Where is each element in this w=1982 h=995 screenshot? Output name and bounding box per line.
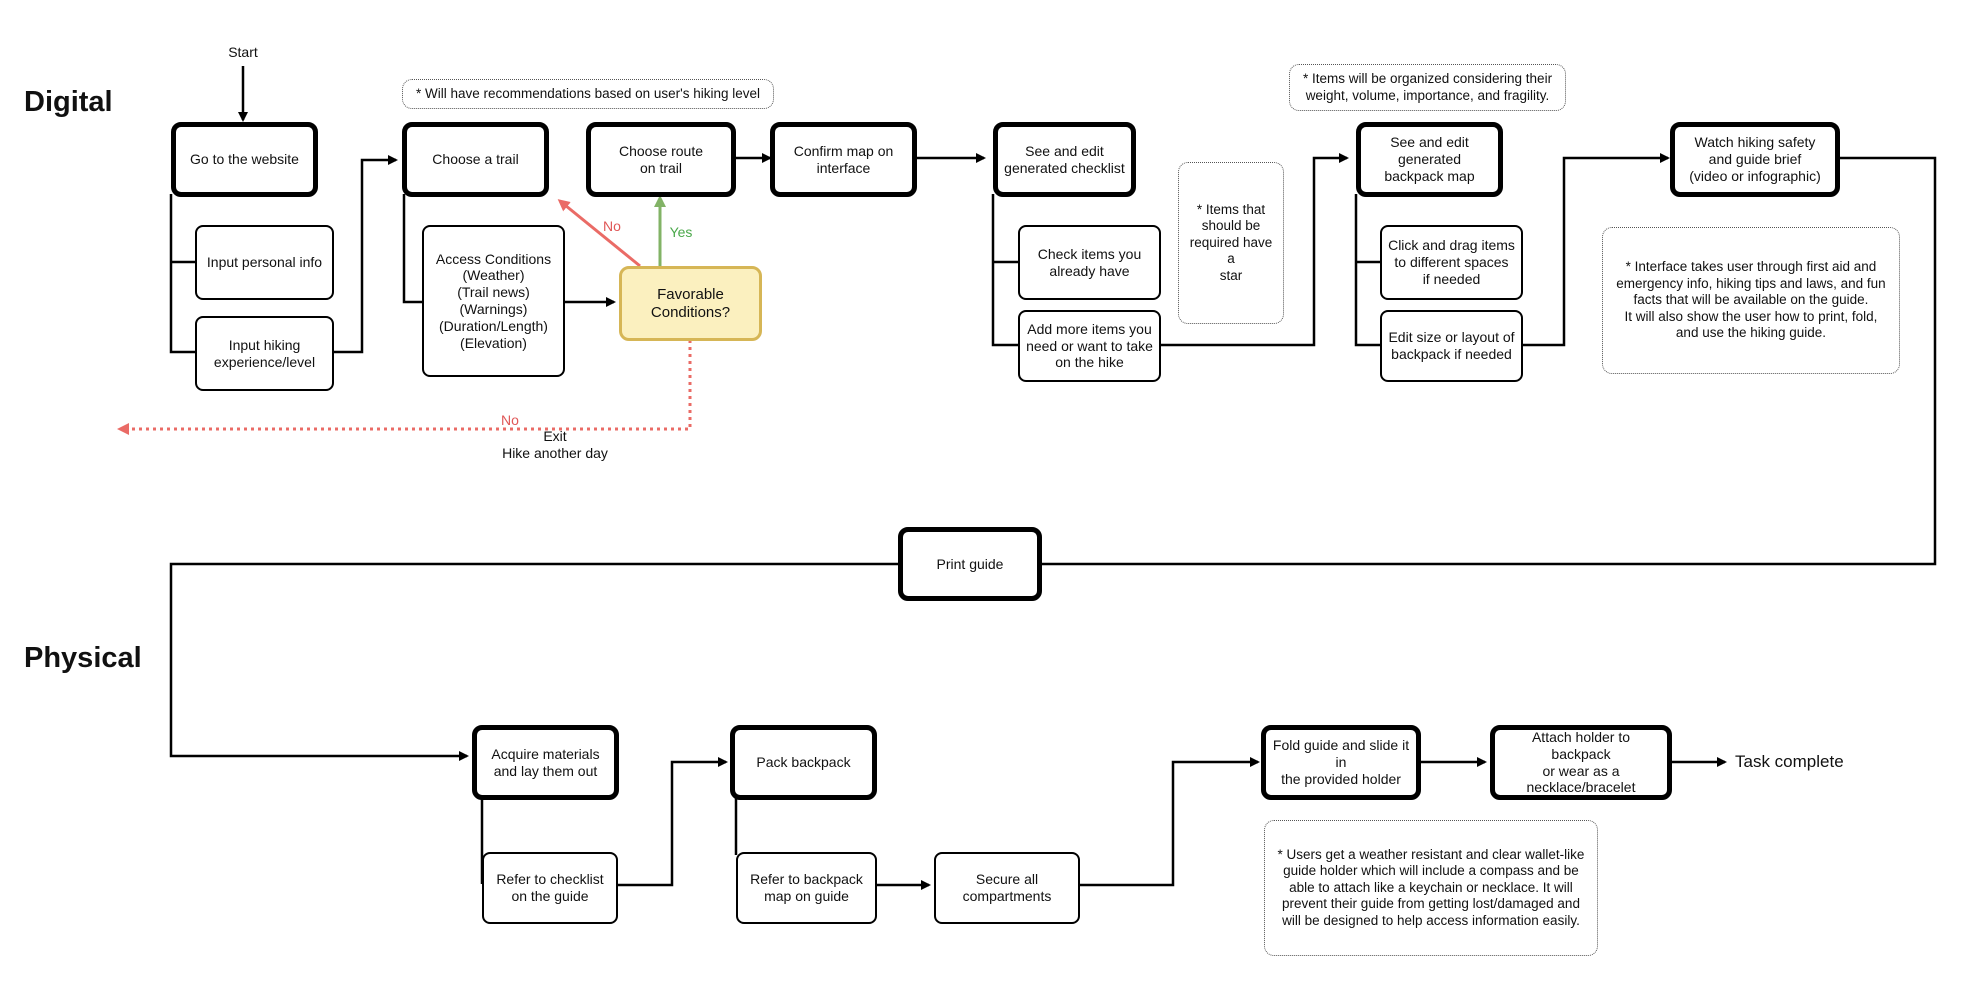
node-watch-safety: Watch hiking safety and guide brief (vid…: [1670, 122, 1840, 197]
node-add-items: Add more items you need or want to take …: [1018, 310, 1161, 382]
node-secure: Secure all compartments: [934, 852, 1080, 924]
edge-website-trunk: [169, 194, 195, 354]
node-see-backpack: See and edit generated backpack map: [1356, 122, 1503, 197]
node-pack-backpack: Pack backpack: [730, 725, 877, 800]
node-refer-checklist: Refer to checklist on the guide: [482, 852, 618, 924]
start-label: Start: [228, 44, 258, 60]
node-favorable: Favorable Conditions?: [619, 266, 762, 341]
node-choose-trail: Choose a trail: [402, 122, 549, 197]
edge-no-trail: [557, 199, 641, 268]
node-input-personal: Input personal info: [195, 225, 334, 300]
task-complete-label: Task complete: [1735, 752, 1844, 771]
yes-label: Yes: [669, 224, 693, 240]
edge-level-trail: [330, 155, 398, 354]
note-organized: * Items will be organized considering th…: [1289, 64, 1566, 111]
note-interface: * Interface takes user through first aid…: [1602, 227, 1900, 374]
note-holder: * Users get a weather resistant and clea…: [1264, 820, 1598, 956]
node-confirm-map: Confirm map on interface: [770, 122, 917, 197]
no-label-exit: No: [501, 412, 519, 428]
node-acquire: Acquire materials and lay them out: [472, 725, 619, 800]
no-label-top: No: [603, 218, 621, 234]
edge-add-backpack: [1161, 153, 1349, 347]
node-edit-size: Edit size or layout of backpack if neede…: [1380, 310, 1523, 382]
edge-print-acquire: [169, 562, 898, 761]
node-go-website: Go to the website: [171, 122, 318, 197]
node-input-hiking: Input hiking experience/level: [195, 316, 334, 391]
edge-secure-fold: [1080, 757, 1260, 887]
edge-no-exit: [117, 340, 692, 435]
node-choose-route: Choose route on trail: [586, 122, 736, 197]
node-print-guide: Print guide: [898, 527, 1042, 601]
note-recommendations: * Will have recommendations based on use…: [402, 79, 774, 109]
section-digital: Digital: [24, 86, 113, 118]
node-click-drag: Click and drag items to different spaces…: [1380, 225, 1523, 300]
edge-refer-pack: [618, 757, 728, 887]
edge-checklist-trunk: [991, 194, 1018, 347]
node-access-conditions: Access Conditions (Weather) (Trail news)…: [422, 225, 565, 377]
edge-trail-access: [402, 194, 422, 304]
edge-backpack-trunk: [1354, 194, 1380, 347]
node-attach-holder: Attach holder to backpack or wear as a n…: [1490, 725, 1672, 800]
node-fold-guide: Fold guide and slide it in the provided …: [1261, 725, 1421, 800]
note-star: * Items that should be required have a s…: [1178, 162, 1284, 324]
node-check-items: Check items you already have: [1018, 225, 1161, 300]
node-see-checklist: See and edit generated checklist: [993, 122, 1136, 197]
section-physical: Physical: [24, 642, 142, 674]
node-refer-map: Refer to backpack map on guide: [736, 852, 877, 924]
exit-label: Exit Hike another day: [502, 428, 608, 461]
edge-safety-print: [1042, 156, 1937, 566]
edge-edit-safety: [1523, 153, 1670, 347]
